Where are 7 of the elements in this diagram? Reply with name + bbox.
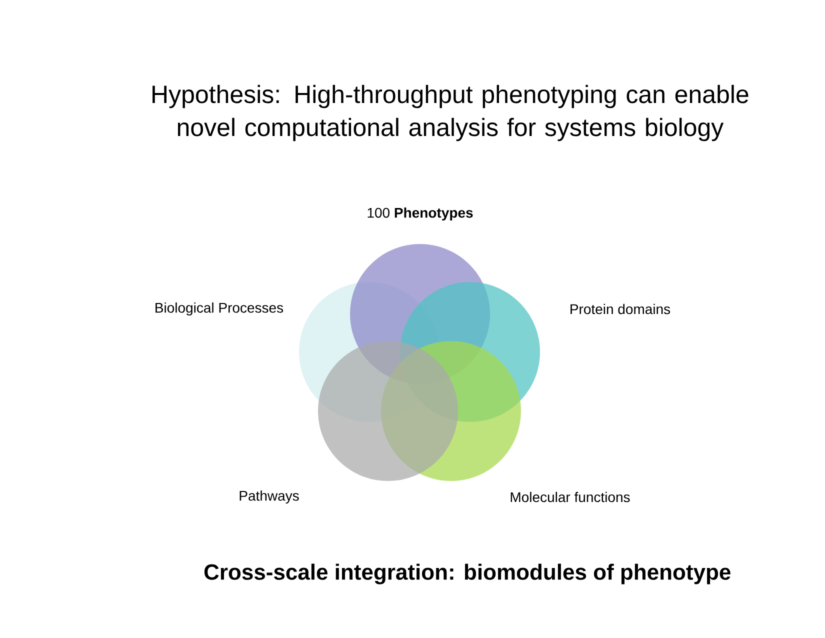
caption: Cross-scale integration: biomodules of phenotype <box>204 564 730 584</box>
circle-label: Biological Processes <box>156 302 284 316</box>
title: Hypothesis: High-throughput phenotyping can enable novel computational analysis for systems biology <box>152 84 748 142</box>
circle-label: Pathways <box>240 490 299 504</box>
circle-label: Protein domains <box>570 304 670 314</box>
circle-label: 100 Phenotypes <box>368 207 473 221</box>
circle-label: Molecular functions <box>510 492 630 502</box>
